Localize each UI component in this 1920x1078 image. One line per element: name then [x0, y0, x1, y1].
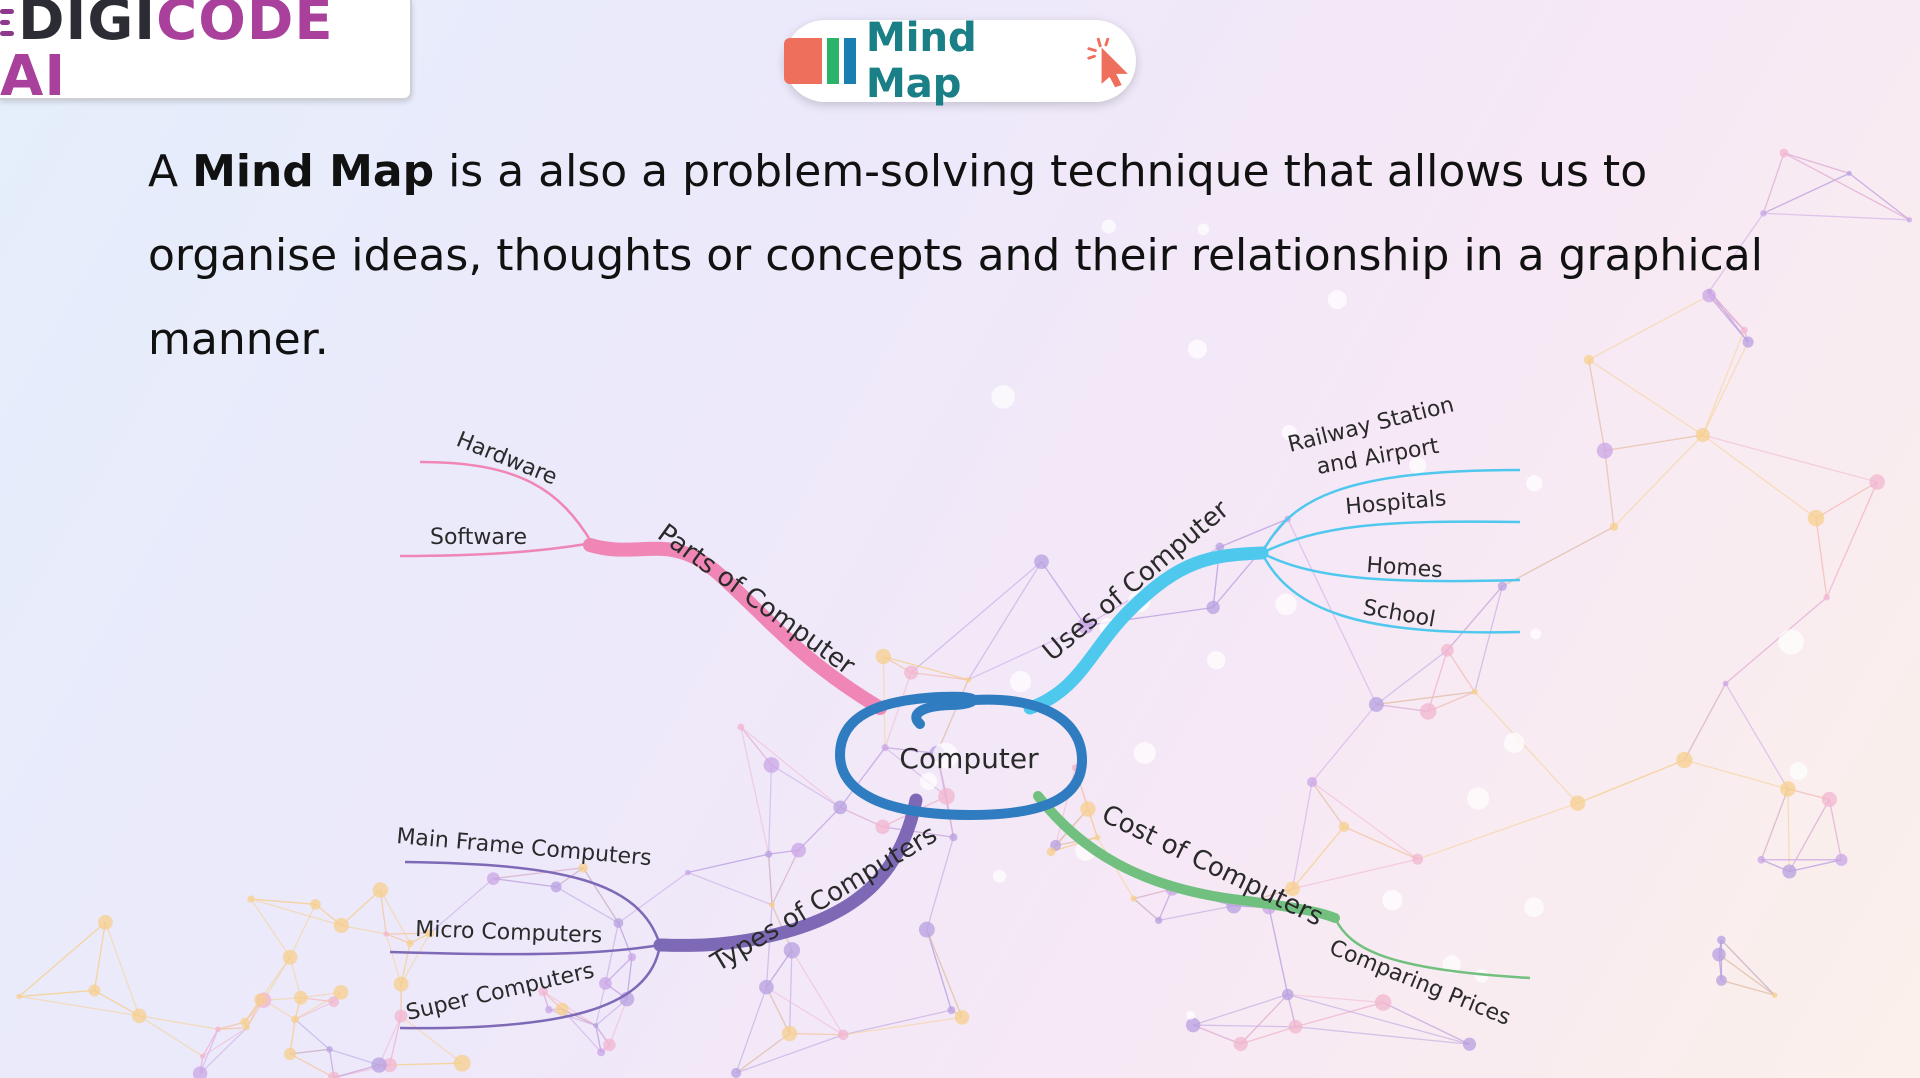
branch-label-parts-of-computer: Parts of Computer [652, 518, 861, 681]
child-label-micro: Micro Computers [415, 917, 603, 949]
branch-label-uses-of-computer: Uses of Computer [1037, 494, 1235, 667]
title-pill-label: Mind Map [866, 15, 1075, 107]
child-line-railway [1260, 468, 1521, 554]
child-line-hardware [419, 460, 594, 544]
child-label-hospitals: Hospitals [1344, 486, 1447, 520]
intro-term: Mind Map [192, 146, 435, 197]
branch-parts-of-computer [583, 538, 887, 715]
child-line-homes [1261, 551, 1521, 583]
child-line-hospitals [1261, 520, 1521, 555]
center-node-computer: Computer [834, 691, 1088, 821]
intro-rest: is a also a problem-solving technique th… [148, 146, 1763, 365]
logo-speed-lines-icon [0, 3, 14, 43]
child-label-software: Software [430, 525, 527, 550]
branch-cost-of-computers [1033, 791, 1340, 923]
branch-uses-of-computer [1023, 546, 1269, 715]
logo-text-digi: DIGI [18, 0, 157, 53]
child-label-comparing-prices: Comparing Prices [1326, 935, 1514, 1030]
child-line-school [1260, 552, 1521, 634]
child-line-super [399, 944, 662, 1030]
bar-chart-icon [784, 38, 856, 84]
logo-text-code: CODE [156, 0, 334, 53]
child-line-comparing-prices [1333, 917, 1531, 980]
intro-paragraph: A Mind Map is a also a problem-solving t… [148, 130, 1788, 382]
intro-prefix: A [148, 146, 193, 197]
child-label-main-frame: Main Frame Computers [395, 824, 652, 871]
child-line-micro [389, 943, 661, 956]
branch-label-types-of-computers: Types of Computers [705, 820, 942, 979]
cursor-click-icon [1087, 37, 1128, 88]
branch-types-of-computers [653, 793, 923, 952]
child-line-main-frame [404, 860, 662, 946]
center-node-label: Computer [899, 742, 1039, 775]
logo-text-ai: AI [0, 44, 67, 109]
title-pill: Mind Map [784, 15, 1136, 107]
brand-logo: DIGICODE AI [0, 0, 412, 105]
child-label-hardware: Hardware [453, 427, 561, 490]
child-label-homes: Homes [1366, 553, 1444, 583]
child-line-software [399, 541, 593, 558]
